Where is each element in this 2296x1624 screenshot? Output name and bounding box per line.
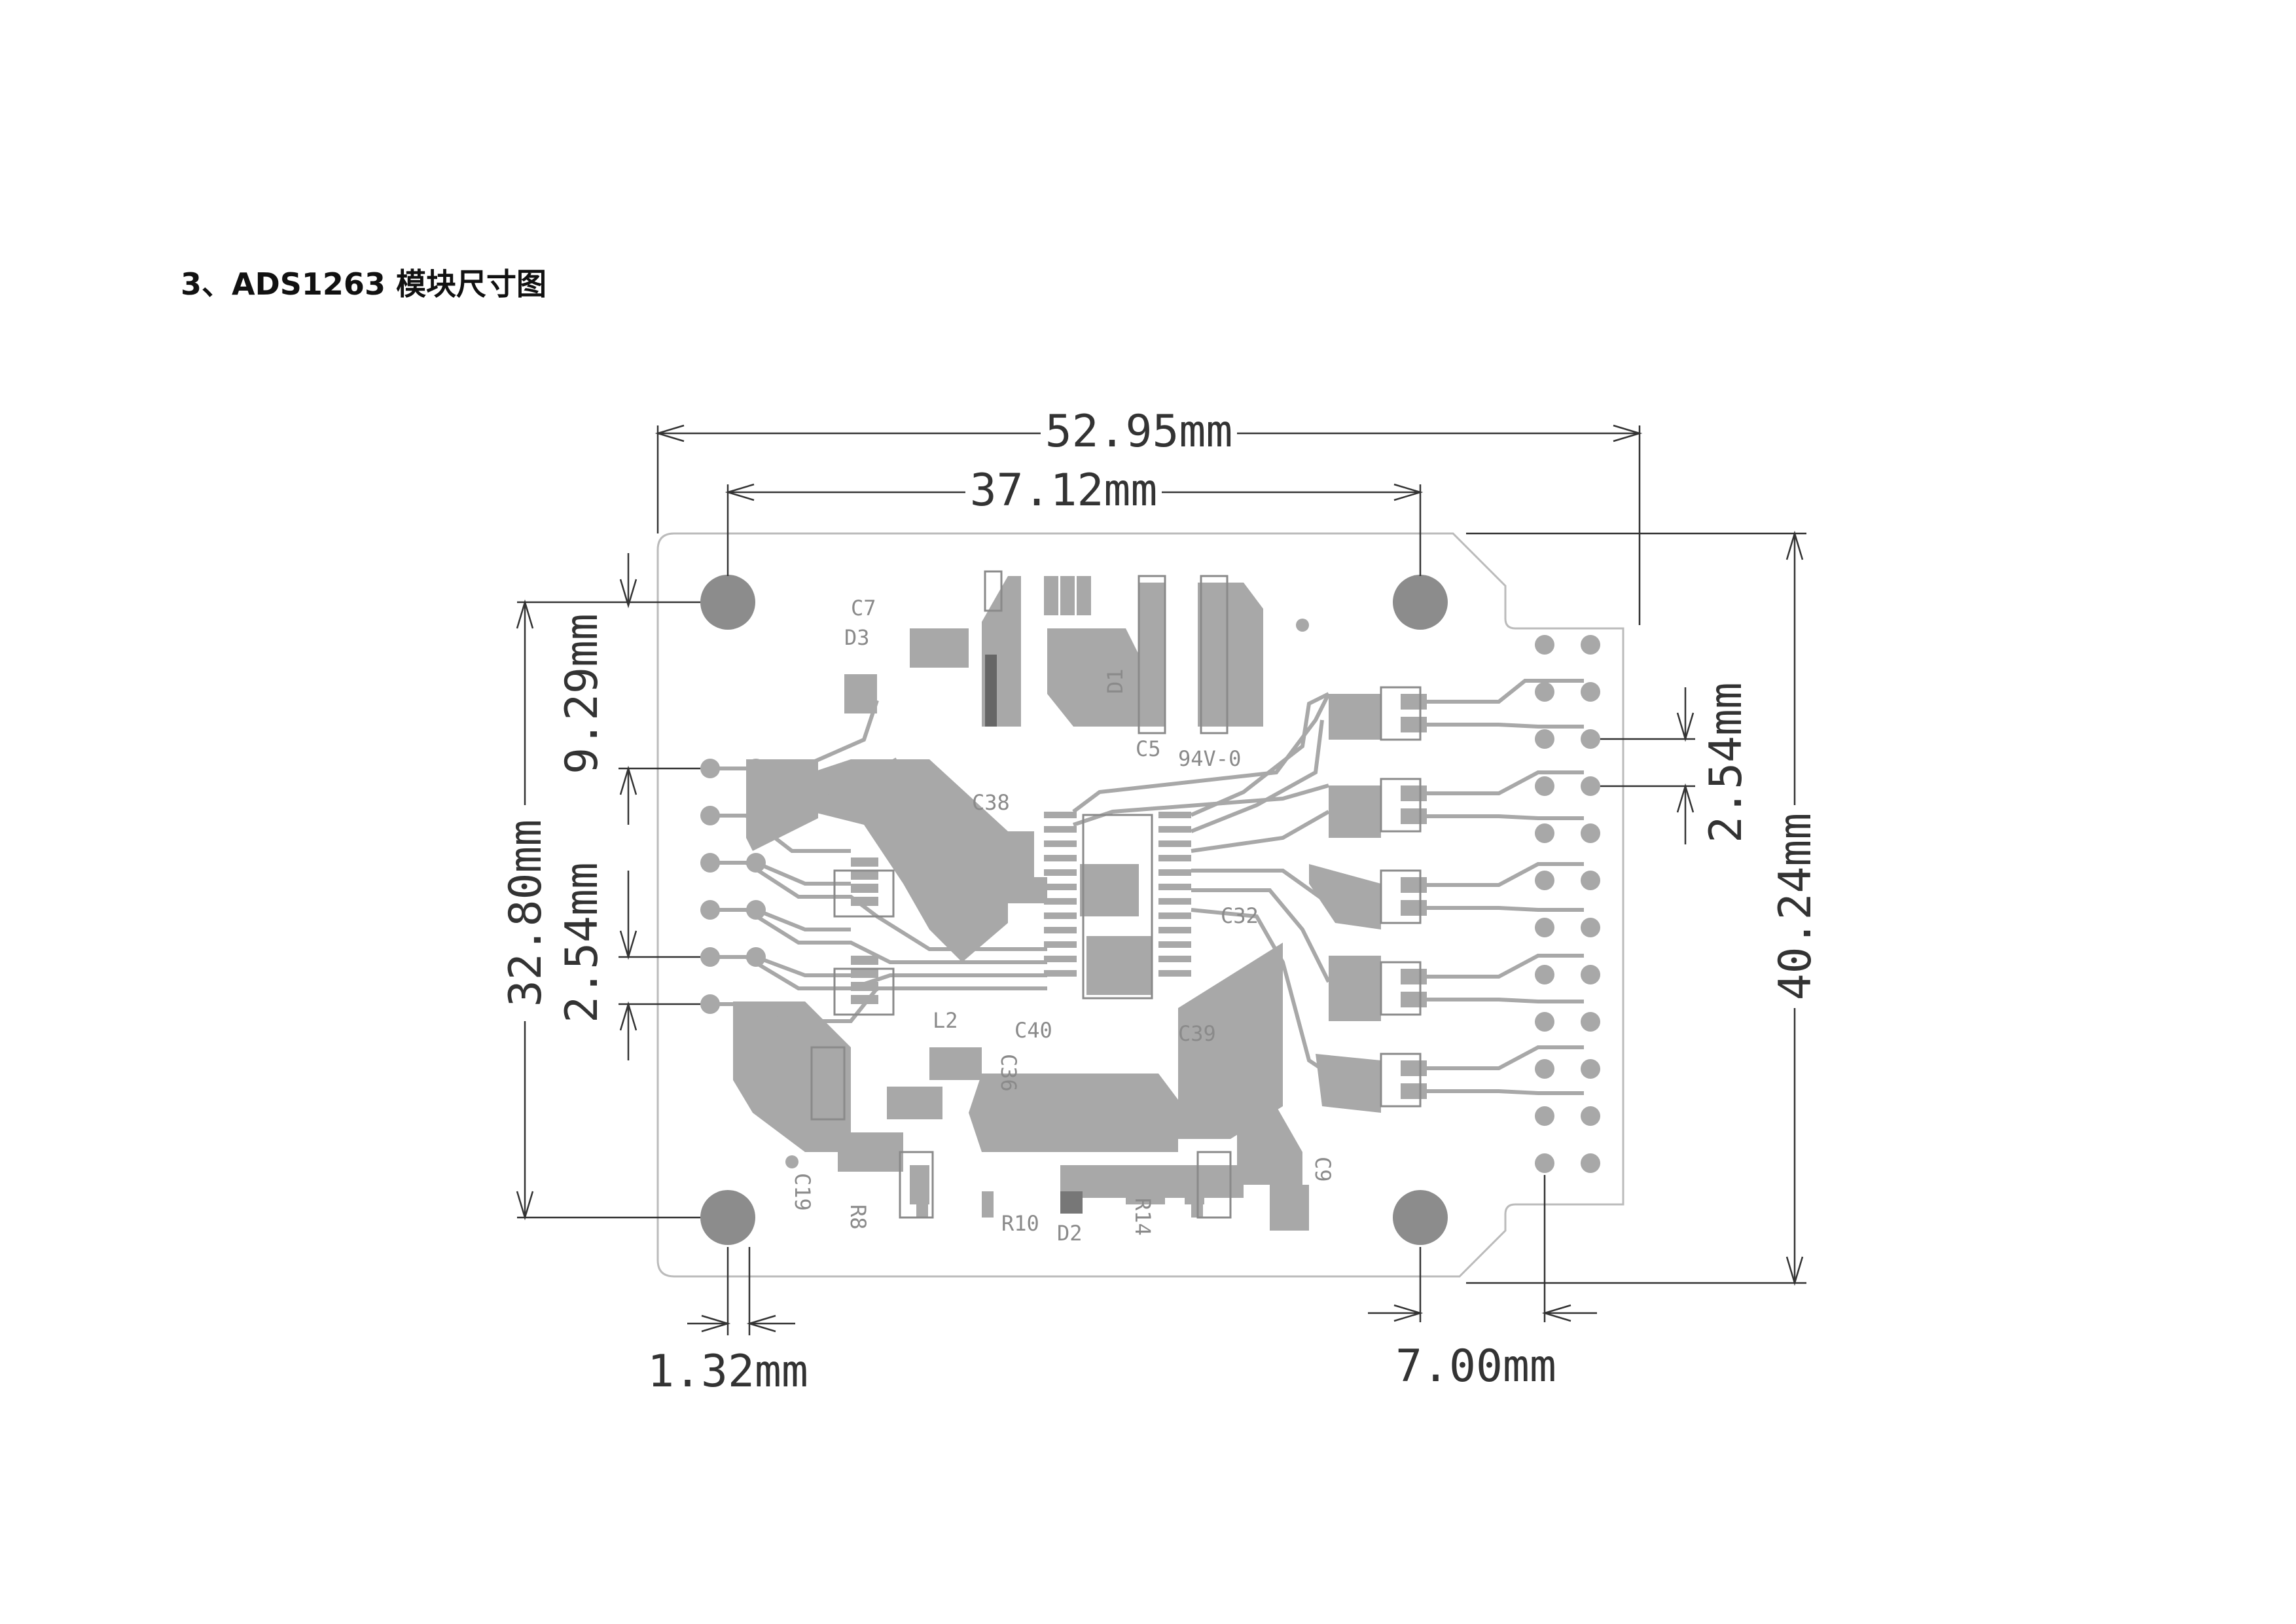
board-outline: [656, 532, 1624, 1278]
dim-pin-pitch-right: 2.54mm: [1700, 682, 1752, 843]
header-pins: [700, 619, 1600, 1173]
smd-pads: [844, 576, 1427, 1218]
label-c39: C39: [1178, 1021, 1216, 1046]
label-c5: C5: [1136, 736, 1161, 761]
label-c36: C36: [996, 1054, 1021, 1092]
label-d2: D2: [1057, 1221, 1083, 1246]
label-l2: L2: [933, 1008, 958, 1033]
label-r10: R10: [1001, 1211, 1039, 1236]
dim-hole-spacing-y: 32.80mm: [500, 820, 552, 1007]
label-c40: C40: [1014, 1018, 1052, 1043]
label-c38: C38: [972, 790, 1010, 815]
dim-hole-spacing-x: 37.12mm: [970, 465, 1158, 516]
traces: [710, 679, 1584, 1095]
dim-pin-pitch-left: 2.54mm: [556, 862, 608, 1023]
label-d3: D3: [844, 625, 870, 650]
page-title: 3、ADS1263 模块尺寸图: [181, 266, 547, 302]
dim-top-offset: 9.29mm: [556, 613, 608, 774]
dimension-lines: [516, 424, 1806, 1335]
silkscreen-outlines: [810, 570, 1422, 1219]
component-labels: C7 D3 D1 C5 94V-0 C38 C32 L2 C40 C36 C39…: [790, 596, 1335, 1246]
label-r8: R8: [846, 1204, 870, 1230]
dim-overall-height: 40.24mm: [1770, 813, 1821, 1001]
dim-overall-width: 52.95mm: [1045, 406, 1233, 458]
label-c32: C32: [1221, 903, 1259, 928]
label-94v0: 94V-0: [1178, 746, 1241, 771]
dim-header-offset: 7.00mm: [1395, 1341, 1556, 1392]
label-c19: C19: [790, 1173, 815, 1211]
label-c9: C9: [1310, 1157, 1335, 1182]
label-c7: C7: [851, 596, 876, 621]
dim-hole-edge-offset: 1.32mm: [647, 1346, 808, 1398]
mounting-holes: [700, 575, 1448, 1245]
label-d1: D1: [1103, 668, 1128, 694]
label-r14: R14: [1130, 1198, 1155, 1236]
